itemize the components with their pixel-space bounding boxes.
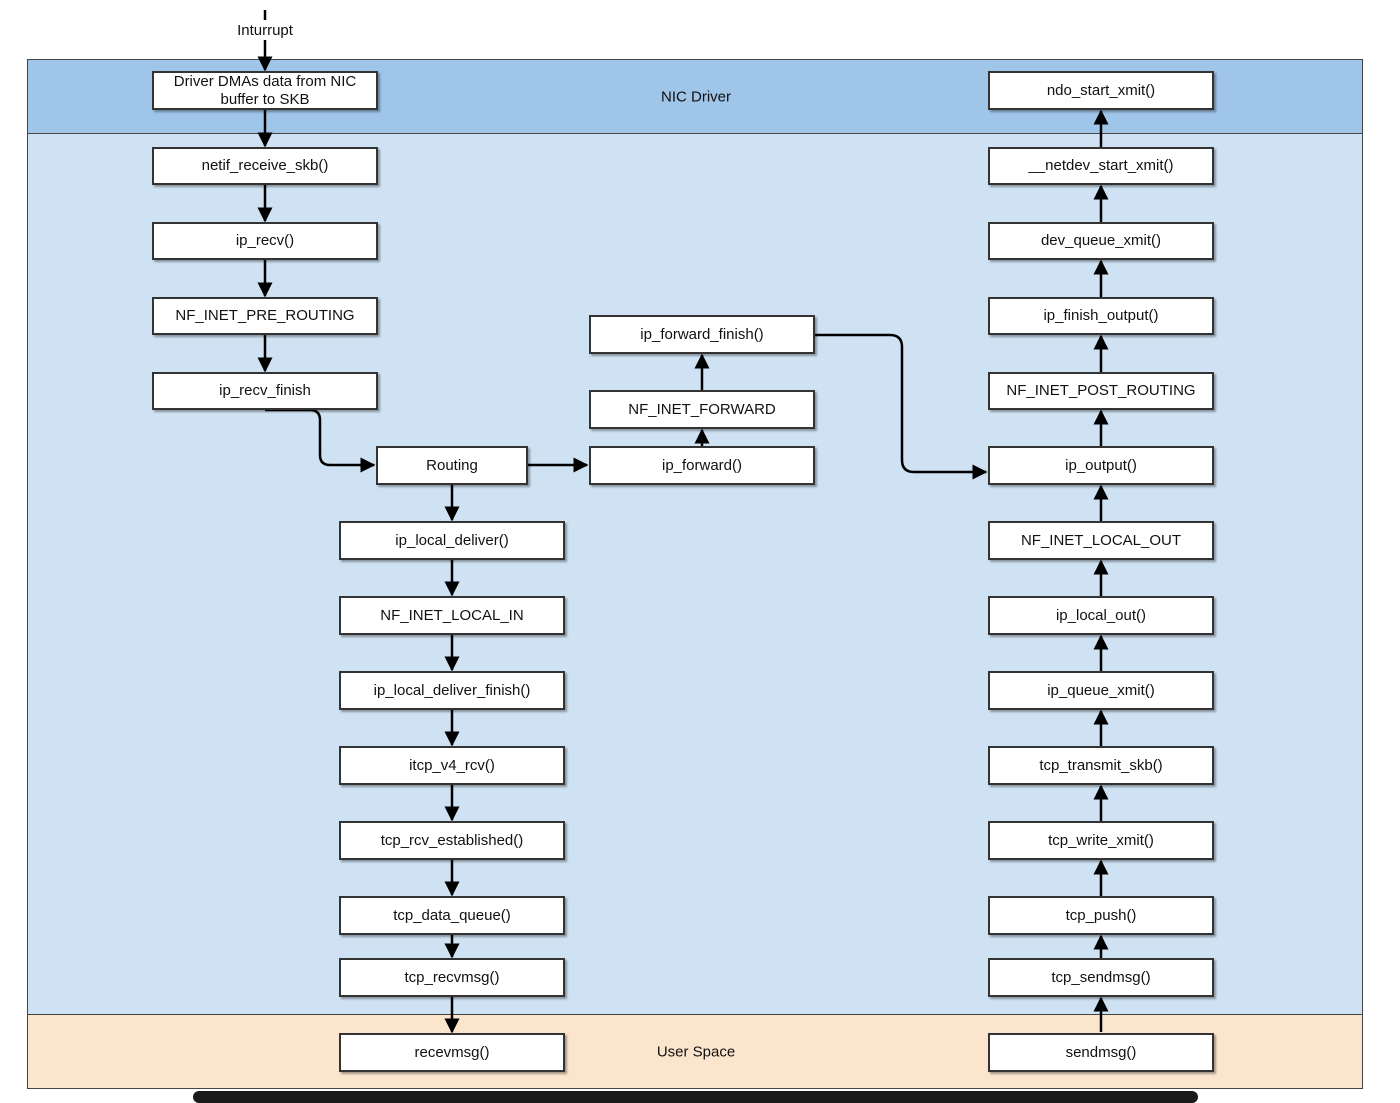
nf-inet-forward-box: NF_INET_FORWARD	[589, 390, 815, 429]
netif-receive-skb-box: netif_receive_skb()	[152, 147, 378, 185]
nf-inet-post-routing-box: NF_INET_POST_ROUTING	[988, 372, 1214, 410]
arrow-to-routing	[265, 408, 376, 473]
ip-finish-output-box: ip_finish_output()	[988, 297, 1214, 335]
routing-box: Routing	[376, 446, 528, 485]
recevmsg-box: recevmsg()	[339, 1033, 565, 1072]
scrollbar-strip	[193, 1091, 1198, 1103]
tcp-recvmsg-box: tcp_recvmsg()	[339, 958, 565, 997]
tcp-write-xmit-box: tcp_write_xmit()	[988, 821, 1214, 860]
interrupt-label: Inturrupt	[237, 22, 293, 39]
ip-queue-xmit-box: ip_queue_xmit()	[988, 671, 1214, 710]
driver-dma-box: Driver DMAs data from NIC buffer to SKB	[152, 71, 378, 110]
nf-inet-local-out-box: NF_INET_LOCAL_OUT	[988, 521, 1214, 560]
tcp-transmit-skb-box: tcp_transmit_skb()	[988, 746, 1214, 785]
nf-inet-pre-routing-box: NF_INET_PRE_ROUTING	[152, 297, 378, 335]
ip-recv-finish-box: ip_recv_finish	[152, 372, 378, 410]
ip-forward-finish-box: ip_forward_finish()	[589, 315, 815, 354]
dev-queue-xmit-box: dev_queue_xmit()	[988, 222, 1214, 260]
arrow-fwd-to-output	[815, 333, 988, 480]
netdev-start-xmit-box: __netdev_start_xmit()	[988, 147, 1214, 185]
tcp-data-queue-box: tcp_data_queue()	[339, 896, 565, 935]
ip-forward-box: ip_forward()	[589, 446, 815, 485]
tcp-sendmsg-box: tcp_sendmsg()	[988, 958, 1214, 997]
ip-local-out-box: ip_local_out()	[988, 596, 1214, 635]
ip-output-box: ip_output()	[988, 446, 1214, 485]
ip-local-deliver-finish-box: ip_local_deliver_finish()	[339, 671, 565, 710]
ndo-start-xmit-box: ndo_start_xmit()	[988, 71, 1214, 110]
tcp-rcv-established-box: tcp_rcv_established()	[339, 821, 565, 860]
itcp-v4-rcv-box: itcp_v4_rcv()	[339, 746, 565, 785]
ip-local-deliver-box: ip_local_deliver()	[339, 521, 565, 560]
nf-inet-local-in-box: NF_INET_LOCAL_IN	[339, 596, 565, 635]
nic-driver-label: NIC Driver	[661, 88, 731, 106]
user-space-label: User Space	[656, 1043, 736, 1061]
tcp-push-box: tcp_push()	[988, 896, 1214, 935]
sendmsg-box: sendmsg()	[988, 1033, 1214, 1072]
ip-recv-box: ip_recv()	[152, 222, 378, 260]
